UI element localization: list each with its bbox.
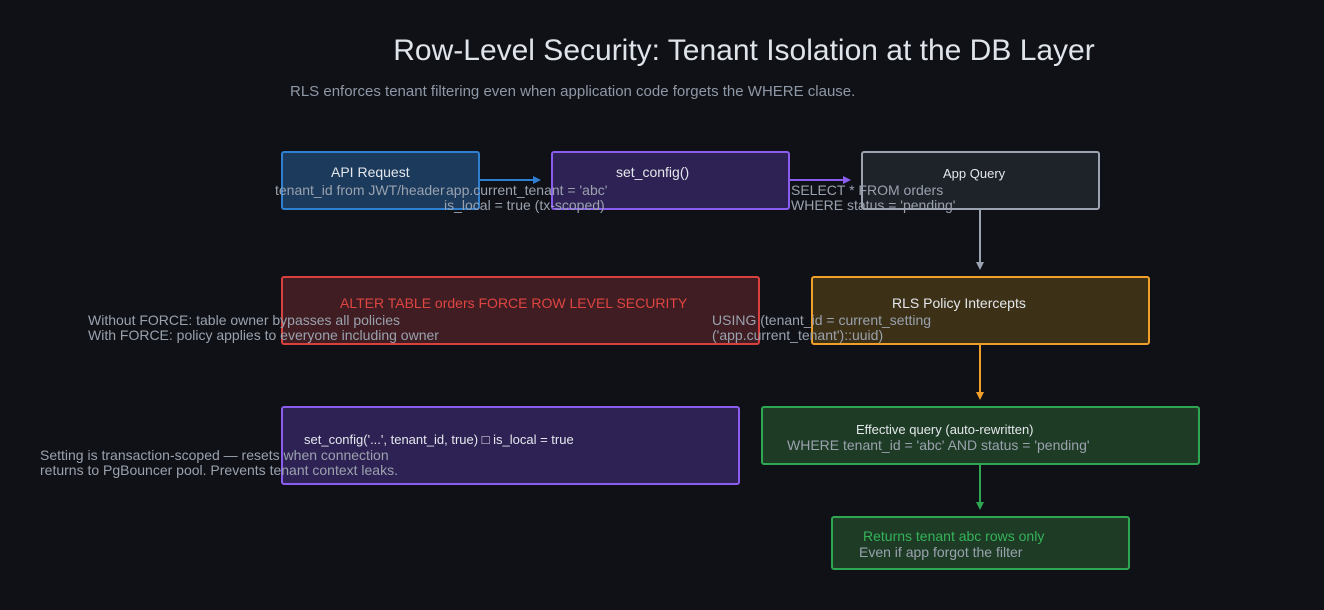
diagram-title: Row-Level Security: Tenant Isolation at … [393, 34, 1095, 67]
arrow-query-to-policy [976, 210, 984, 270]
arrow-effective-to-result [976, 465, 984, 510]
set-config-line-2: is_local = true (tx-scoped) [444, 197, 605, 213]
app-query-line-1: SELECT * FROM orders [791, 182, 944, 198]
force-rls-line-1: Without FORCE: table owner bypasses all … [88, 312, 401, 328]
effective-query-title: Effective query (auto-rewritten) [856, 422, 1034, 437]
arrow-policy-to-effective [976, 345, 984, 400]
force-rls-box [281, 276, 760, 345]
api-request-title: API Request [331, 164, 410, 180]
set-config-local-line-1: Setting is transaction-scoped — resets w… [40, 447, 389, 463]
rls-policy-title: RLS Policy Intercepts [892, 295, 1026, 311]
set-config-local-title: set_config('...', tenant_id, true) □ is_… [304, 432, 574, 447]
effective-query-box [761, 406, 1200, 465]
force-rls-line-2: With FORCE: policy applies to everyone i… [88, 327, 439, 343]
set-config-box [551, 151, 790, 210]
rls-policy-box [811, 276, 1150, 345]
rls-policy-line-1: USING (tenant_id = current_setting [712, 312, 932, 328]
result-line-1: Even if app forgot the filter [859, 544, 1023, 560]
set-config-local-line-2: returns to PgBouncer pool. Prevents tena… [40, 462, 398, 478]
effective-query-line-1: WHERE tenant_id = 'abc' AND status = 'pe… [787, 437, 1090, 453]
set-config-title: set_config() [616, 164, 690, 180]
api-request-box [281, 151, 480, 210]
set-config-local-box [281, 406, 740, 485]
arrow-setconfig-to-query [790, 176, 851, 184]
set-config-line-1: app.current_tenant = 'abc' [446, 182, 608, 198]
app-query-line-2: WHERE status = 'pending' [791, 197, 956, 213]
diagram-subtitle: RLS enforces tenant filtering even when … [290, 83, 856, 100]
app-query-title: App Query [943, 166, 1006, 181]
force-rls-title: ALTER TABLE orders FORCE ROW LEVEL SECUR… [340, 295, 688, 311]
rls-policy-line-2: ('app.current_tenant')::uuid) [712, 327, 884, 343]
result-title: Returns tenant abc rows only [863, 528, 1045, 544]
result-box [831, 516, 1130, 570]
app-query-box [861, 151, 1100, 210]
arrow-api-to-setconfig [480, 176, 541, 184]
api-request-line-1: tenant_id from JWT/header [275, 182, 445, 198]
